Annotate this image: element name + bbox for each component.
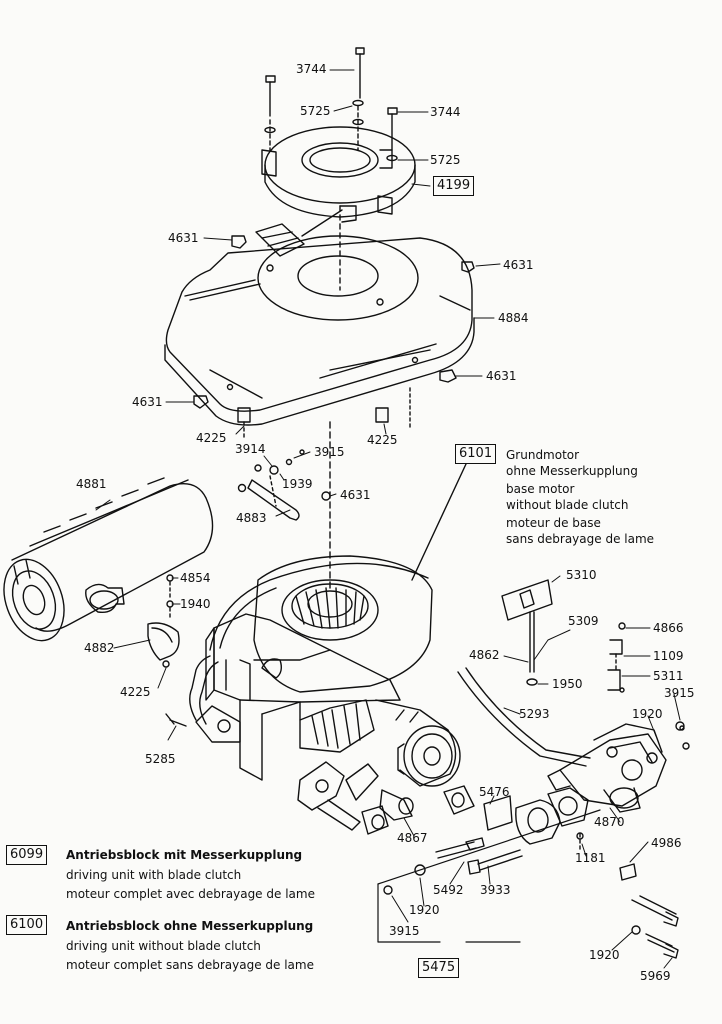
part-label-3744: 3744 xyxy=(296,62,327,76)
fan-housing-shroud xyxy=(164,235,475,426)
part-label-6101: 6101 xyxy=(455,444,497,464)
pulley xyxy=(379,725,461,821)
part-label-4225: 4225 xyxy=(120,685,151,699)
part-label-4854: 4854 xyxy=(180,571,211,585)
control-cable-inner xyxy=(219,587,277,649)
small-hardware xyxy=(254,449,685,731)
leader-6101 xyxy=(411,463,467,581)
part-label-5310: 5310 xyxy=(566,568,597,582)
part-label-4225: 4225 xyxy=(367,433,398,447)
engine-lower-parts xyxy=(297,761,389,835)
note-line: base motor xyxy=(506,482,575,496)
starter-handle xyxy=(255,205,357,291)
legend-line: moteur complet avec debrayage de lame xyxy=(66,887,315,901)
legend-6099-text: Antriebsblock mit Messerkupplung driving… xyxy=(66,846,315,905)
part-label-4870: 4870 xyxy=(594,815,625,829)
part-label-4631: 4631 xyxy=(132,395,163,409)
part-label-4631: 4631 xyxy=(486,369,517,383)
part-label-1920: 1920 xyxy=(409,903,440,917)
shroud-nuts xyxy=(193,235,475,439)
cover-screws xyxy=(264,47,398,162)
part-label-3915: 3915 xyxy=(389,924,420,938)
part-label-3914: 3914 xyxy=(235,442,266,456)
legend-line: Antriebsblock mit Messerkupplung xyxy=(66,848,303,862)
legend-line: moteur complet sans debrayage de lame xyxy=(66,958,314,972)
legend-code-6100: 6100 xyxy=(6,915,48,935)
part-label-1109: 1109 xyxy=(653,649,684,663)
part-label-4883: 4883 xyxy=(236,511,267,525)
part-label-4631: 4631 xyxy=(503,258,534,272)
carb-bolts xyxy=(383,832,679,959)
part-label-4882: 4882 xyxy=(84,641,115,655)
part-label-5475: 5475 xyxy=(418,958,460,978)
part-label-5492: 5492 xyxy=(433,883,464,897)
part-label-4866: 4866 xyxy=(653,621,684,635)
part-label-4199: 4199 xyxy=(433,176,475,196)
part-label-1181: 1181 xyxy=(575,851,606,865)
governor-bracket xyxy=(501,579,626,691)
note-line: moteur de base xyxy=(506,516,601,530)
legend-line: driving unit with blade clutch xyxy=(66,867,242,882)
part-label-5476: 5476 xyxy=(479,785,510,799)
exhaust-hose xyxy=(165,655,241,743)
legend-code-6099: 6099 xyxy=(6,845,48,865)
part-label-5969: 5969 xyxy=(640,969,671,983)
part-label-1950: 1950 xyxy=(552,677,583,691)
carburetor xyxy=(547,721,690,813)
part-label-1920: 1920 xyxy=(589,948,620,962)
part-label-4986: 4986 xyxy=(651,836,682,850)
note-6101: Grundmotor ohne Messerkupplung base moto… xyxy=(506,446,654,548)
note-line: without blade clutch xyxy=(506,497,629,512)
control-cable xyxy=(209,562,429,651)
part-label-5285: 5285 xyxy=(145,752,176,766)
intake-adapter xyxy=(443,785,589,845)
part-label-4881: 4881 xyxy=(76,477,107,491)
note-line: Grundmotor xyxy=(506,448,580,462)
legend-line: driving unit without blade clutch xyxy=(66,938,261,953)
legend-6100-text: Antriebsblock ohne Messerkupplung drivin… xyxy=(66,917,314,976)
part-label-5725: 5725 xyxy=(300,104,331,118)
part-label-4631: 4631 xyxy=(168,231,199,245)
label-leaders xyxy=(95,69,681,969)
part-label-4631: 4631 xyxy=(340,488,371,502)
part-label-4862: 4862 xyxy=(469,648,500,662)
part-label-5309: 5309 xyxy=(568,614,599,628)
part-label-3744: 3744 xyxy=(430,105,461,119)
part-label-4884: 4884 xyxy=(498,311,529,325)
part-label-3933: 3933 xyxy=(480,883,511,897)
air-filter xyxy=(3,477,214,642)
legend-line: Antriebsblock ohne Messerkupplung xyxy=(66,919,314,933)
part-label-1940: 1940 xyxy=(180,597,211,611)
part-label-4867: 4867 xyxy=(397,831,428,845)
part-label-3915: 3915 xyxy=(314,445,345,459)
fuel-line xyxy=(457,667,591,767)
part-label-1939: 1939 xyxy=(282,477,313,491)
filter-elbow xyxy=(85,574,180,668)
part-label-4225: 4225 xyxy=(196,431,227,445)
kit-5475-bracket xyxy=(377,809,601,943)
part-label-3915: 3915 xyxy=(664,686,695,700)
part-label-5293: 5293 xyxy=(519,707,550,721)
part-label-1920: 1920 xyxy=(632,707,663,721)
note-line: sans debrayage de lame xyxy=(506,531,655,546)
part-label-5311: 5311 xyxy=(653,669,684,683)
engine-block xyxy=(205,555,457,787)
note-line: ohne Messerkupplung xyxy=(506,463,638,478)
part-label-5725: 5725 xyxy=(430,153,461,167)
